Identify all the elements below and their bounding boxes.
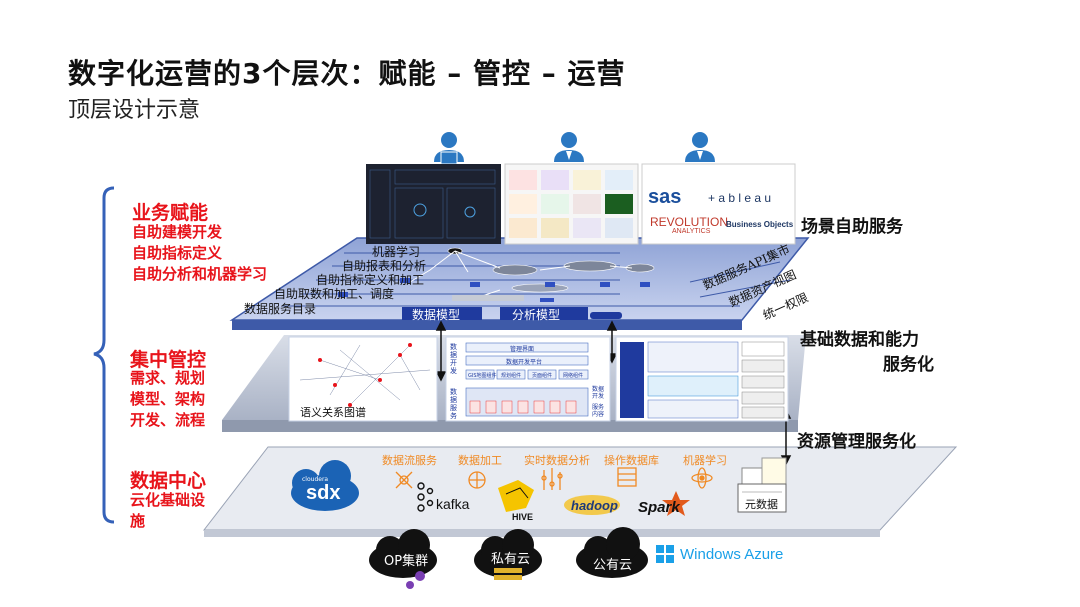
datacenter-heading: 数据中心 <box>130 470 207 492</box>
revolution-logo: REVOLUTION <box>650 215 729 229</box>
hive-icon <box>498 480 534 512</box>
dev-right-bottom: 服务内容 <box>592 404 605 418</box>
windows-logo-icon <box>656 545 674 563</box>
left-bracket <box>93 186 115 524</box>
control-heading: 集中管控 <box>130 349 207 371</box>
scene-service-label: 场景自助服务 <box>801 217 903 237</box>
revolution-sub: ANALYTICS <box>672 228 711 235</box>
enable-item: 自助建模开发 <box>132 223 223 241</box>
enable-item: 自助指标定义 <box>132 244 223 262</box>
data-model-label: 数据模型 <box>412 308 461 322</box>
dev-side-bottom: 数据服务 <box>450 388 457 420</box>
cloudera-cloud-icon <box>291 460 359 511</box>
dev-right-top: 数据开发 <box>592 386 605 400</box>
datacenter-item: 云化基础设 <box>130 491 206 509</box>
dashboard-screenshot <box>366 164 501 244</box>
top-row-label: 自助报表和分析 <box>342 259 427 273</box>
top-row-label: 自助取数和加工、调度 <box>274 287 395 301</box>
data-model-box <box>402 307 482 320</box>
ml-network <box>447 247 655 293</box>
sas-logo: sas <box>648 186 682 208</box>
hadoop-label: hadoop <box>571 498 618 513</box>
private-cloud-label: 私有云 <box>491 552 531 567</box>
dev-row: 数据开发平台 <box>506 359 543 366</box>
metadata-label: 元数据 <box>745 498 778 511</box>
top-row-label: 数据服务目录 <box>244 302 317 316</box>
semantic-graph-caption: 语义关系图谱 <box>300 406 366 419</box>
datacenter-item: 施 <box>130 512 146 530</box>
enable-heading: 业务赋能 <box>132 202 209 224</box>
public-cloud-label: 公有云 <box>593 558 633 573</box>
resource-service-label: 资源管理服务化 <box>797 432 916 452</box>
analysis-model-box <box>500 307 588 320</box>
tableau-logo: + a b l e a u <box>708 191 772 205</box>
kafka-label: kafka <box>436 496 470 512</box>
hadoop-icon <box>564 495 620 515</box>
page-title: 数字化运营的3个层次：赋能 – 管控 – 运营 <box>68 57 626 90</box>
kafka-icon <box>417 482 434 512</box>
windows-azure-label: Windows Azure <box>680 546 784 563</box>
category-label: 数据加工 <box>458 454 502 467</box>
category-icons <box>395 467 713 490</box>
private-cloud <box>474 529 542 580</box>
dev-row: 规划组件 <box>501 373 522 379</box>
enable-item: 自助分析和机器学习 <box>132 265 268 283</box>
top-row-label: 机器学习 <box>372 245 421 259</box>
control-item: 开发、流程 <box>130 411 206 429</box>
control-item: 模型、架构 <box>130 390 206 408</box>
spark-icon <box>662 491 690 516</box>
dev-row: 管理界面 <box>510 346 535 353</box>
analysis-model-label: 分析模型 <box>512 308 561 322</box>
category-label: 机器学习 <box>683 454 727 467</box>
hive-label: HIVE <box>512 512 534 522</box>
public-cloud <box>576 527 648 578</box>
op-cluster-label: OP集群 <box>384 554 429 569</box>
category-label: 实时数据分析 <box>524 454 590 467</box>
dev-row: 网络组件 <box>563 373 584 379</box>
op-cluster-cloud <box>369 529 437 589</box>
spark-label: Spark <box>638 499 680 516</box>
dev-side-top: 数据开发 <box>450 343 457 375</box>
basic-service-label-2: 服务化 <box>883 355 934 375</box>
dev-row: 页面组件 <box>532 373 553 379</box>
control-item: 需求、规划 <box>130 369 206 387</box>
category-label: 数据流服务 <box>382 454 437 467</box>
vendors-panel <box>641 163 796 245</box>
user-icons <box>434 132 715 165</box>
metadata-server-icon <box>737 457 787 513</box>
business-objects-logo: Business Objects <box>726 220 794 229</box>
page-subtitle: 顶层设计示意 <box>68 98 201 123</box>
basic-service-label: 基础数据和能力 <box>800 330 919 350</box>
category-label: 操作数据库 <box>604 454 659 467</box>
top-row-label: 自助指标定义和加工 <box>316 273 425 287</box>
cloudera-label: cloudera <box>302 476 329 483</box>
sdx-label: sdx <box>306 482 341 504</box>
dev-row: GIS地图组件 <box>468 373 497 379</box>
